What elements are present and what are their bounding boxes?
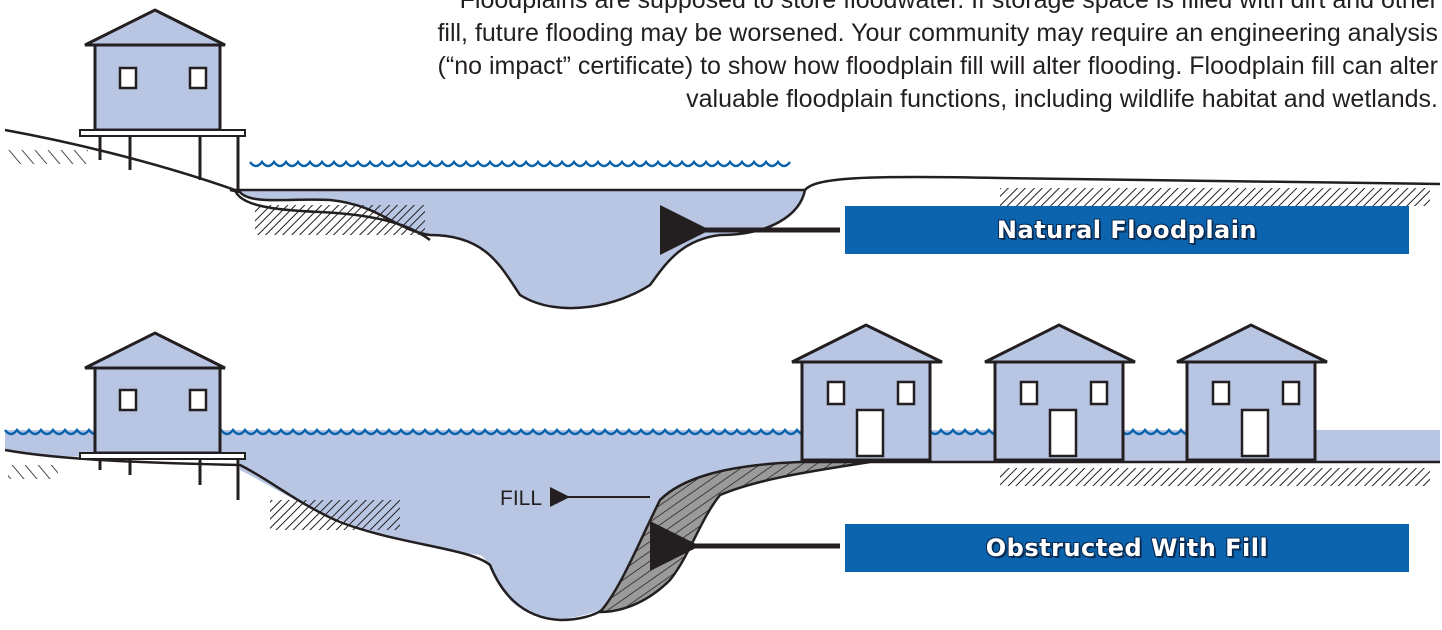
obstructed-with-fill-banner: Obstructed With Fill xyxy=(845,524,1409,572)
hatch-right-top xyxy=(1000,188,1430,206)
caption-line-2: fill, future flooding may be worsened. Y… xyxy=(437,19,1438,47)
obstructed-floodplain-panel xyxy=(4,323,1440,622)
hatch-left-top xyxy=(8,150,88,164)
obstructed-water xyxy=(5,430,1440,619)
wave-line-top xyxy=(249,159,791,168)
window xyxy=(826,380,846,406)
natural-floodplain-banner: Natural Floodplain xyxy=(845,206,1409,254)
door xyxy=(1240,408,1270,458)
house-on-fill-2 xyxy=(984,323,1136,462)
explanatory-caption: Floodplains are supposed to store floodw… xyxy=(250,0,1438,116)
natural-floodplain-panel xyxy=(4,8,1441,310)
house-on-fill-3 xyxy=(1176,323,1328,462)
hatch-right-bottom xyxy=(1000,468,1430,486)
hatch-bank-top xyxy=(255,205,425,235)
window xyxy=(188,66,208,90)
hatch-left-bottom xyxy=(8,465,58,479)
right-bank-top xyxy=(804,175,1441,191)
house-on-fill-1 xyxy=(791,323,943,462)
door xyxy=(1048,408,1078,458)
caption-line-4: valuable floodplain functions, including… xyxy=(686,85,1438,113)
fill-wedge xyxy=(597,460,871,614)
window xyxy=(1281,380,1301,406)
stilt-house-top xyxy=(79,8,246,190)
left-bank-top xyxy=(4,128,236,192)
window xyxy=(118,66,138,90)
fill-label: FILL xyxy=(500,487,543,510)
window xyxy=(1211,380,1231,406)
window xyxy=(1089,380,1109,406)
door xyxy=(855,408,885,458)
window xyxy=(188,388,208,412)
channel-bottom xyxy=(339,520,603,622)
window xyxy=(1019,380,1039,406)
hatch-bank-bottom xyxy=(270,500,400,530)
window xyxy=(118,388,138,412)
caption-line-1: Floodplains are supposed to store floodw… xyxy=(459,0,1438,14)
window xyxy=(896,380,916,406)
stilt-house-bottom xyxy=(79,331,246,500)
caption-line-3: (“no impact” certificate) to show how fl… xyxy=(437,52,1438,80)
